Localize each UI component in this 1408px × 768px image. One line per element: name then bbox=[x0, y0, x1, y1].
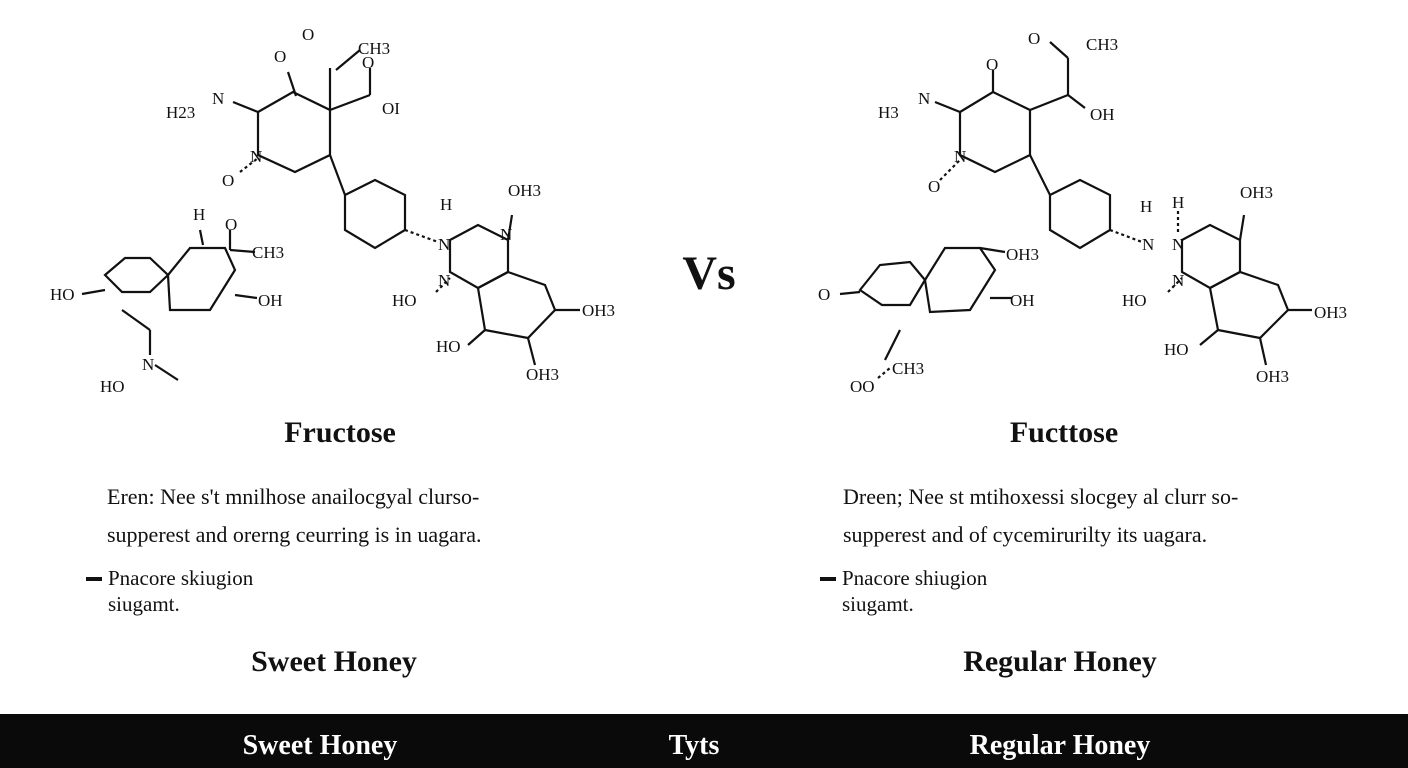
atom-label: OH3 bbox=[582, 301, 615, 320]
atom-label: H bbox=[440, 195, 452, 214]
atom-label: H bbox=[1140, 197, 1152, 216]
atom-label: O bbox=[362, 53, 374, 72]
right-molecule-diagram: O CH3 O OH H3 N N O OH3 O OH OO CH3 H H … bbox=[760, 0, 1380, 410]
footer-left-label: Sweet Honey bbox=[242, 730, 398, 761]
atom-label: OH bbox=[1090, 105, 1115, 124]
atom-label: OH bbox=[1010, 291, 1035, 310]
left-bullet-line: Pnacore skiugion bbox=[108, 566, 254, 590]
atom-label: N bbox=[142, 355, 154, 374]
atom-label: HO bbox=[1122, 291, 1147, 310]
atom-label: H bbox=[193, 205, 205, 224]
atom-label: HO bbox=[436, 337, 461, 356]
atom-label: OI bbox=[382, 99, 400, 118]
left-bullet-line: siugamt. bbox=[108, 592, 180, 616]
right-description-line: Dreen; Nee st mtihoxessi slocgey al clur… bbox=[843, 484, 1239, 509]
atom-label: OH3 bbox=[508, 181, 541, 200]
atom-label: O bbox=[222, 171, 234, 190]
atom-label: N bbox=[954, 147, 966, 166]
atom-label: CH3 bbox=[1086, 35, 1118, 54]
atom-label: O bbox=[1028, 29, 1040, 48]
left-molecule-diagram: O O CH3 O OI H23 N N O H O CH3 HO OH N H… bbox=[0, 0, 660, 410]
bullet-dash-icon bbox=[820, 577, 836, 581]
atom-label: N bbox=[250, 147, 262, 166]
right-description-line: supperest and of cycemirurilty its uagar… bbox=[843, 522, 1208, 547]
atom-label: O bbox=[302, 25, 314, 44]
atom-label: O bbox=[986, 55, 998, 74]
left-product-name: Sweet Honey bbox=[251, 645, 417, 678]
right-bullet-line: Pnacore shiugion bbox=[842, 566, 988, 590]
right-product-name: Regular Honey bbox=[963, 645, 1157, 678]
vs-label: Vs bbox=[682, 247, 736, 300]
left-structure-svg: O O CH3 O OI H23 N N O H O CH3 HO OH N H… bbox=[50, 25, 615, 396]
atom-label: H23 bbox=[166, 103, 195, 122]
atom-label: N bbox=[438, 271, 450, 290]
left-description-line: Eren: Nee s't mnilhose anailocgyal clurs… bbox=[107, 484, 480, 509]
atom-label: N bbox=[212, 89, 224, 108]
atom-label: HO bbox=[50, 285, 75, 304]
atom-label: OO bbox=[850, 377, 875, 396]
atom-label: O bbox=[818, 285, 830, 304]
atom-label: N bbox=[438, 235, 450, 254]
atom-label: N bbox=[1172, 271, 1184, 290]
right-description: Dreen; Nee st mtihoxessi slocgey al clur… bbox=[843, 478, 1363, 554]
atom-label: CH3 bbox=[358, 39, 390, 58]
atom-label: HO bbox=[1164, 340, 1189, 359]
atom-label: H bbox=[1172, 193, 1184, 212]
footer-bar: Sweet Honey Tyts Regular Honey bbox=[0, 714, 1408, 768]
right-bullet: Pnacore shiugion siugamt. bbox=[820, 565, 988, 617]
left-bullet: Pnacore skiugion siugamt. bbox=[86, 565, 254, 617]
footer-center-label: Tyts bbox=[668, 730, 720, 761]
left-description: Eren: Nee s't mnilhose anailocgyal clurs… bbox=[107, 478, 627, 554]
atom-label: CH3 bbox=[892, 359, 924, 378]
right-molecule-name: Fucttose bbox=[1009, 416, 1119, 449]
atom-label: N bbox=[918, 89, 930, 108]
atom-label: O bbox=[274, 47, 286, 66]
right-bullet-line: siugamt. bbox=[842, 592, 914, 616]
atom-label: HO bbox=[100, 377, 125, 396]
atom-label: N bbox=[1172, 235, 1184, 254]
atom-label: CH3 bbox=[252, 243, 284, 262]
atom-label: HO bbox=[392, 291, 417, 310]
atom-label: O bbox=[928, 177, 940, 196]
atom-label: OH bbox=[258, 291, 283, 310]
atom-label: OH3 bbox=[1314, 303, 1347, 322]
atom-label: N bbox=[1142, 235, 1154, 254]
right-structure-svg: O CH3 O OH H3 N N O OH3 O OH OO CH3 H H … bbox=[818, 29, 1347, 396]
bullet-dash-icon bbox=[86, 577, 102, 581]
atom-label: O bbox=[225, 215, 237, 234]
left-molecule-name: Fructose bbox=[284, 416, 396, 449]
atom-label: OH3 bbox=[1240, 183, 1273, 202]
atom-label: H3 bbox=[878, 103, 899, 122]
footer-right-label: Regular Honey bbox=[969, 730, 1151, 761]
atom-label: OH3 bbox=[1256, 367, 1289, 386]
atom-label: OH3 bbox=[526, 365, 559, 384]
left-description-line: supperest and orerng ceurring is in uaga… bbox=[107, 522, 482, 547]
atom-label: OH3 bbox=[1006, 245, 1039, 264]
atom-label: N bbox=[500, 225, 512, 244]
